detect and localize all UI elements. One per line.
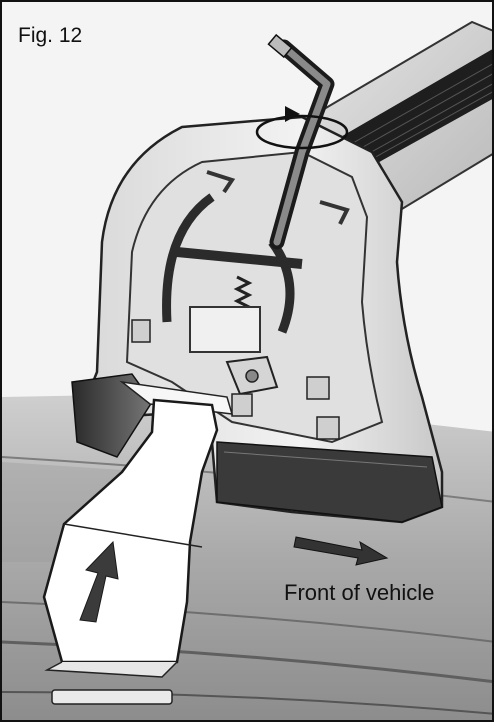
- direction-arrow-icon: [293, 536, 389, 566]
- fitting-strap: [42, 398, 219, 705]
- roof-bar: [300, 20, 492, 214]
- direction-label: Front of vehicle: [284, 580, 435, 605]
- figure-label: Fig. 12: [18, 24, 83, 47]
- hex-key-tool: [267, 33, 335, 250]
- rotation-arrow-icon: [255, 106, 349, 150]
- up-arrow-icon: [79, 540, 119, 623]
- roof-rack-foot: [71, 115, 444, 524]
